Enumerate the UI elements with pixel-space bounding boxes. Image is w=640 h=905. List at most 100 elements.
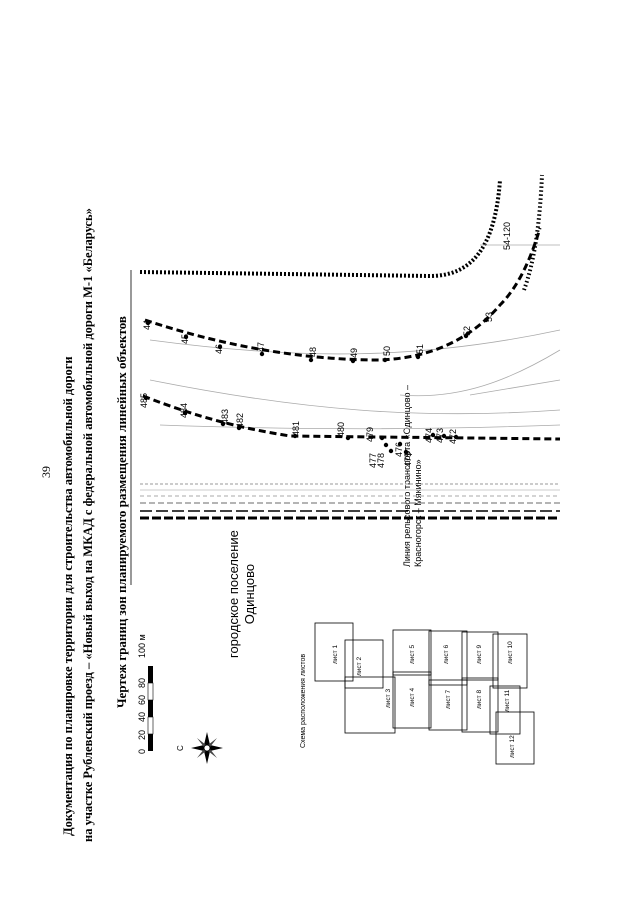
sheet-3-frame [344, 676, 396, 734]
sheet-scheme [314, 622, 535, 765]
point-484 [182, 410, 188, 416]
label-54-120: 54-120 [502, 222, 512, 250]
label-50: 50 [382, 346, 392, 356]
point-44 [145, 320, 151, 326]
label-483: 483 [220, 409, 230, 424]
road-lines [149, 244, 561, 430]
sheet-label-10: лист 10 [507, 641, 514, 664]
road-line-5 [469, 379, 561, 396]
scale-segment-5 [148, 734, 153, 751]
road-line-2 [149, 379, 561, 415]
sheet-label-1: лист 1 [332, 645, 339, 664]
zone-boundary-arc [522, 174, 544, 291]
point-482 [236, 425, 242, 431]
inner-point-markers [143, 395, 459, 455]
scale-segment-3 [148, 700, 153, 717]
label-44: 44 [142, 320, 152, 330]
sheet-label-12: лист 12 [509, 735, 516, 758]
point-485 [143, 395, 149, 401]
sheet-1-frame [314, 622, 354, 682]
point-473 [441, 433, 447, 439]
label-484: 484 [179, 403, 189, 418]
label-53: 53 [484, 312, 494, 322]
sheet-10-frame [492, 633, 528, 689]
sheet-label-8: лист 8 [476, 690, 483, 709]
label-480: 480 [336, 422, 346, 437]
label-479: 479 [365, 427, 375, 442]
road-line-3 [159, 424, 561, 430]
scale-tick-80: 80 [137, 678, 147, 688]
point-46 [217, 344, 223, 350]
point-50 [382, 357, 388, 363]
sheet-label-9: лист 9 [476, 645, 483, 664]
scale-tick-20: 20 [137, 730, 147, 740]
sheet-labels: Схема расположения листов лист 1 лист 2 … [300, 641, 516, 758]
label-45: 45 [180, 334, 190, 344]
road-line-4 [399, 349, 561, 397]
sheet-8-frame [461, 677, 499, 733]
label-473: 473 [435, 428, 445, 443]
sheet-label-6: лист 6 [443, 645, 450, 664]
point-480 [345, 435, 351, 441]
label-52: 52 [462, 326, 472, 336]
sheet-6-frame [428, 630, 468, 686]
compass-rose-icon [191, 732, 223, 764]
label-49: 49 [349, 348, 359, 358]
point-472 [453, 434, 459, 440]
inner-point-labels: 485 484 483 482 481 480 479 478 477 476 … [139, 393, 458, 468]
label-485: 485 [139, 393, 149, 408]
point-53 [483, 317, 489, 323]
sheet-9-frame [461, 631, 499, 681]
label-481: 481 [291, 421, 301, 436]
scale-bar: 0 20 40 60 80 100 м [137, 634, 154, 754]
outer-point-markers [145, 317, 489, 364]
boundary-hatched-top [139, 179, 502, 279]
sheet-5-frame [392, 629, 432, 676]
sheet-11-frame [489, 685, 521, 735]
sheet-12-frame [495, 711, 535, 765]
point-47 [259, 351, 265, 357]
label-477: 477 [368, 453, 378, 468]
outer-point-labels: 44 45 46 47 48 49 50 51 52 53 54-120 [142, 222, 512, 358]
point-51 [415, 354, 421, 360]
sheet-label-3: лист 3 [385, 689, 392, 708]
label-472: 472 [448, 429, 458, 444]
label-478: 478 [376, 453, 386, 468]
railway-lines [140, 483, 560, 520]
label-474: 474 [424, 428, 434, 443]
scale-tick-100: 100 м [137, 634, 147, 658]
point-48 [308, 357, 314, 363]
label-51: 51 [415, 344, 425, 354]
scale-segment-2 [147, 682, 154, 701]
point-479 [379, 435, 385, 441]
road-line-1 [149, 329, 561, 355]
point-481 [292, 433, 298, 439]
scale-tick-0: 0 [137, 749, 147, 754]
scale-tick-40: 40 [137, 712, 147, 722]
sheet-7-frame [428, 679, 468, 731]
point-474 [430, 432, 436, 438]
sheet-4-frame [392, 671, 432, 729]
north-label: С [176, 745, 185, 751]
point-478 [383, 442, 389, 448]
sheet-2-frame [344, 639, 384, 689]
point-49 [350, 358, 356, 364]
label-475: 475 [403, 452, 413, 467]
scale-tick-60: 60 [137, 695, 147, 705]
point-477 [388, 448, 394, 454]
label-47: 47 [256, 342, 266, 352]
label-476: 476 [394, 442, 404, 457]
point-45 [183, 334, 189, 340]
sheet-scheme-title: Схема расположения листов [300, 654, 307, 748]
label-482: 482 [235, 413, 245, 428]
label-46: 46 [214, 344, 224, 354]
label-48: 48 [308, 347, 318, 357]
sheet-label-5: лист 5 [409, 645, 416, 664]
sheet-label-2: лист 2 [356, 657, 363, 676]
point-483 [220, 421, 226, 427]
zone-boundary-inner [142, 394, 561, 441]
sheet-label-7: лист 7 [445, 690, 452, 709]
point-475 [403, 449, 409, 455]
